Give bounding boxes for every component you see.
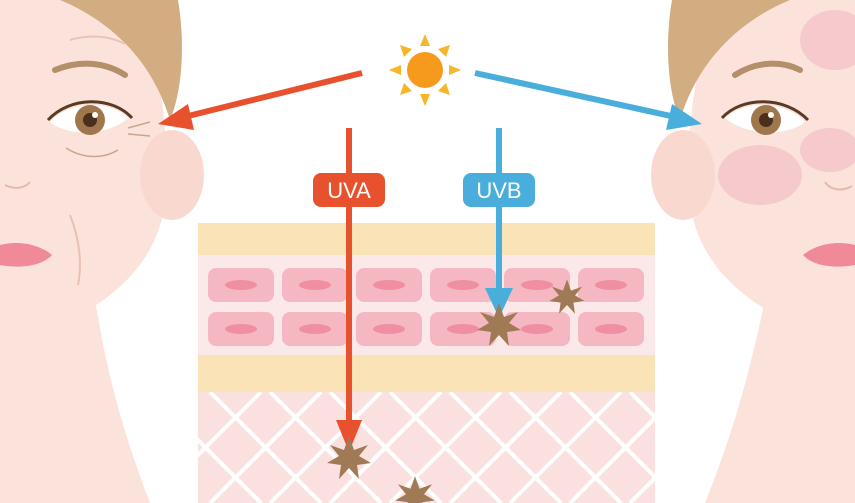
right-ear bbox=[651, 130, 715, 220]
right-sunspot-forehead bbox=[800, 10, 855, 70]
uva-arrow-to-face bbox=[158, 70, 363, 130]
right-face-spots bbox=[651, 0, 855, 503]
right-eye bbox=[720, 100, 810, 135]
epidermis-bottom-band bbox=[198, 355, 655, 392]
right-neck bbox=[705, 300, 855, 503]
right-lips bbox=[803, 243, 855, 267]
left-face-aged bbox=[0, 0, 204, 503]
damage-star-icon bbox=[477, 303, 521, 346]
uvb-arrow-to-face bbox=[474, 70, 702, 130]
right-hair bbox=[668, 0, 790, 120]
left-nose bbox=[4, 181, 31, 189]
uvb-label-text: UVB bbox=[476, 178, 521, 203]
uvb-label: UVB bbox=[463, 173, 535, 207]
dermis-layer bbox=[198, 392, 655, 503]
left-forehead-wrinkle bbox=[69, 35, 126, 45]
damage-star-icon bbox=[327, 436, 371, 479]
right-sunspot-cheek bbox=[718, 145, 802, 205]
uva-label-text: UVA bbox=[327, 178, 371, 203]
damage-star-icon bbox=[549, 279, 585, 314]
epidermis-top-band bbox=[198, 223, 655, 255]
left-eye bbox=[46, 100, 134, 135]
right-nose bbox=[824, 181, 853, 191]
sun-icon bbox=[389, 34, 461, 106]
uva-label: UVA bbox=[313, 173, 385, 207]
left-hair bbox=[60, 0, 182, 120]
epidermis-cells bbox=[208, 268, 644, 346]
left-eyebrow bbox=[52, 60, 128, 78]
left-lips bbox=[0, 243, 52, 267]
left-ear bbox=[140, 130, 204, 220]
left-neck bbox=[0, 300, 150, 503]
skin-cross-section bbox=[198, 223, 655, 503]
left-cheek-wrinkle bbox=[69, 214, 81, 286]
right-sunspot-cheek-side bbox=[800, 128, 855, 172]
right-eyebrow bbox=[732, 60, 803, 78]
damage-star-icon bbox=[395, 476, 435, 503]
left-eye-wrinkles bbox=[65, 121, 151, 158]
